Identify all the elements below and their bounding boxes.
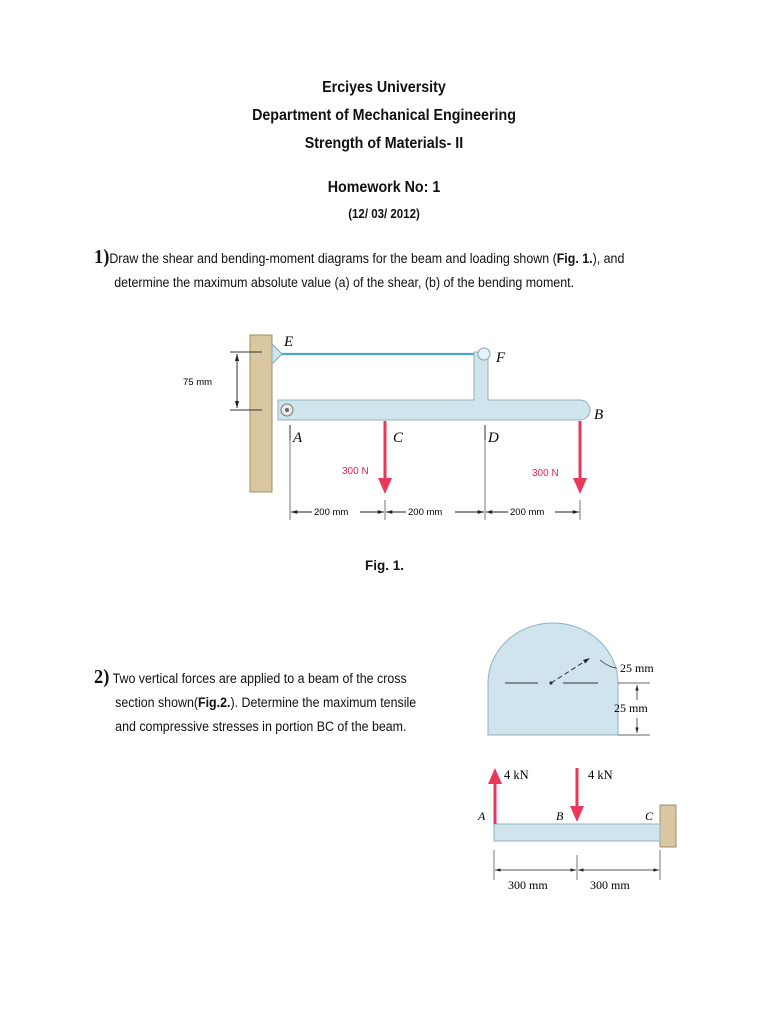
course-title: Strength of Materials- II bbox=[304, 135, 464, 152]
dim-db-label: 200 mm bbox=[510, 507, 544, 518]
question-1-number: 1) bbox=[94, 246, 110, 268]
question-2-number: 2) bbox=[94, 666, 110, 688]
height-dim-label: 75 mm bbox=[183, 377, 212, 388]
question-1-line-1: 1)Draw the shear and bending-moment diag… bbox=[94, 245, 624, 271]
label-d: D bbox=[487, 430, 499, 446]
label-e: E bbox=[283, 334, 293, 350]
load-c-arrow-head bbox=[378, 478, 392, 494]
figure-1-caption: Fig. 1. bbox=[365, 558, 405, 573]
question-1-fig-ref: Fig. 1. bbox=[556, 251, 593, 266]
university-title: Erciyes University bbox=[322, 79, 446, 96]
load-b-arrow-head bbox=[573, 478, 587, 494]
question-1: 1)Draw the shear and bending-moment diag… bbox=[94, 245, 624, 295]
pin-e-bracket bbox=[271, 342, 283, 366]
pin-a-center bbox=[285, 408, 289, 412]
question-2-text-a: section shown( bbox=[115, 695, 199, 710]
load-b-label: 300 N bbox=[532, 468, 559, 479]
question-1-text-a: Draw the shear and bending-moment diagra… bbox=[109, 251, 557, 266]
question-2-line-1-text: Two vertical forces are applied to a bea… bbox=[112, 671, 407, 686]
department-title: Department of Mechanical Engineering bbox=[252, 107, 516, 124]
question-1-line-2: determine the maximum absolute value (a)… bbox=[114, 275, 575, 290]
question-2: 2) Two vertical forces are applied to a … bbox=[94, 665, 480, 739]
load-c-label: 300 N bbox=[342, 466, 369, 477]
question-2-line-3: and compressive stresses in portion BC o… bbox=[115, 719, 407, 734]
beam-abd bbox=[277, 351, 591, 421]
homework-title: Homework No: 1 bbox=[327, 179, 441, 196]
question-2-line-2: section shown(Fig.2.). Determine the max… bbox=[94, 691, 480, 715]
homework-date: (12/ 03/ 2012) bbox=[348, 207, 420, 221]
label-c: C bbox=[393, 430, 404, 446]
dim-cd-label: 200 mm bbox=[408, 507, 442, 518]
pin-f bbox=[477, 347, 491, 361]
wall-support bbox=[249, 334, 273, 493]
question-2-fig-ref: Fig.2. bbox=[198, 695, 231, 710]
label-f: F bbox=[495, 350, 506, 366]
label-a: A bbox=[292, 430, 303, 446]
question-2-text-b: ). Determine the maximum tensile bbox=[230, 695, 417, 710]
dim-ac-label: 200 mm bbox=[314, 507, 348, 518]
question-1-text-b: ), and bbox=[592, 251, 625, 266]
label-b: B bbox=[594, 407, 603, 423]
question-2-line-1: 2) Two vertical forces are applied to a … bbox=[94, 665, 480, 691]
